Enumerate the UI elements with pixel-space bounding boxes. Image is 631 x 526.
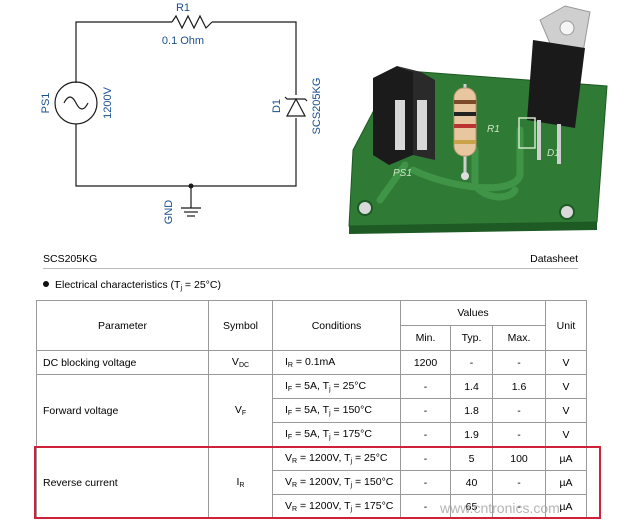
datasheet-doc-type: Datasheet bbox=[530, 253, 578, 265]
resistor-component bbox=[453, 84, 477, 180]
unit-cell: µA bbox=[545, 470, 587, 495]
watermark: www.cntronics.com bbox=[440, 500, 560, 516]
max-cell: - bbox=[492, 422, 546, 447]
typ-cell: 5 bbox=[450, 446, 493, 471]
min-cell: - bbox=[400, 470, 451, 495]
symbol-cell: VDC bbox=[208, 350, 273, 375]
pcb-render: PS1 R1 D1 bbox=[348, 5, 608, 234]
ground-junction bbox=[188, 183, 194, 189]
max-cell: - bbox=[492, 350, 546, 375]
header-typ: Typ. bbox=[450, 325, 493, 351]
section-heading: Electrical characteristics (Tj = 25°C) bbox=[43, 279, 221, 292]
table-row: VR = 1200V, Tj = 175°C - 65 - µA bbox=[37, 494, 587, 519]
typ-cell: 1.8 bbox=[450, 398, 493, 423]
condition-cell: IF = 5A, Tj = 175°C bbox=[272, 422, 401, 447]
circuit-schematic: R1 0.1 Ohm PS1 1200V D1 SCS205KG GND bbox=[40, 2, 323, 225]
min-cell: 1200 bbox=[400, 350, 451, 375]
typ-cell: 40 bbox=[450, 470, 493, 495]
symbol-cell: VF bbox=[208, 374, 273, 447]
condition-cell: VR = 1200V, Tj = 25°C bbox=[272, 446, 401, 471]
typ-cell: 1.4 bbox=[450, 374, 493, 399]
unit-cell: V bbox=[545, 350, 587, 375]
unit-cell: µA bbox=[545, 446, 587, 471]
param-cell: Reverse current bbox=[36, 446, 209, 519]
ground-label: GND bbox=[163, 200, 175, 225]
diode-symbol bbox=[284, 96, 308, 117]
table-row: Reverse current IR VR = 1200V, Tj = 25°C… bbox=[36, 446, 587, 519]
header-min: Min. bbox=[400, 325, 451, 351]
table-subheader-row: Min. Typ. Max. bbox=[37, 325, 587, 351]
param-cell: DC blocking voltage bbox=[36, 350, 209, 375]
table-header-row: Parameter Symbol Conditions Values Unit bbox=[36, 300, 587, 351]
resistor-value: 0.1 Ohm bbox=[162, 35, 204, 47]
electrical-characteristics-table: Parameter Symbol Conditions Values Unit … bbox=[36, 300, 587, 519]
condition-cell: IF = 5A, Tj = 25°C bbox=[272, 374, 401, 399]
min-cell: - bbox=[400, 374, 451, 399]
datasheet-part-number: SCS205KG bbox=[43, 253, 98, 265]
header-conditions: Conditions bbox=[272, 300, 401, 351]
table-row: IF = 5A, Tj = 150°C - 1.8 - V bbox=[37, 398, 587, 423]
mount-hole bbox=[357, 200, 373, 216]
condition-cell: VR = 1200V, Tj = 175°C bbox=[272, 494, 401, 519]
ac-source-symbol bbox=[54, 81, 98, 125]
header-unit: Unit bbox=[545, 300, 587, 351]
max-cell: 100 bbox=[492, 446, 546, 471]
max-cell: 1.6 bbox=[492, 374, 546, 399]
diode-ref: D1 bbox=[271, 99, 283, 113]
pcb-label-d1: D1 bbox=[547, 148, 560, 159]
max-cell: - bbox=[492, 398, 546, 423]
condition-cell: IF = 5A, Tj = 150°C bbox=[272, 398, 401, 423]
unit-cell: V bbox=[545, 422, 587, 447]
unit-cell: V bbox=[545, 374, 587, 399]
header-parameter: Parameter bbox=[36, 300, 209, 351]
ps1-connector bbox=[373, 66, 435, 165]
condition-cell: VR = 1200V, Tj = 150°C bbox=[272, 470, 401, 495]
header-max: Max. bbox=[492, 325, 546, 351]
resistor-symbol bbox=[171, 14, 213, 30]
bullet-icon bbox=[43, 281, 49, 287]
resistor-ref: R1 bbox=[176, 2, 190, 14]
table-row: Forward voltage VF IF = 5A, Tj = 25°C - … bbox=[36, 374, 587, 447]
table-row: DC blocking voltage VDC IR = 0.1mA 1200 … bbox=[36, 350, 587, 375]
header-symbol: Symbol bbox=[208, 300, 273, 351]
source-value: 1200V bbox=[102, 86, 114, 118]
diode-part: SCS205KG bbox=[311, 78, 323, 135]
pcb-label-r1: R1 bbox=[487, 124, 500, 135]
max-cell: - bbox=[492, 470, 546, 495]
param-cell: Forward voltage bbox=[36, 374, 209, 447]
d1-to220-package bbox=[518, 5, 591, 164]
typ-cell: 1.9 bbox=[450, 422, 493, 447]
unit-cell: V bbox=[545, 398, 587, 423]
min-cell: - bbox=[400, 422, 451, 447]
pcb-label-ps1: PS1 bbox=[393, 168, 412, 179]
min-cell: - bbox=[400, 446, 451, 471]
datasheet-header: SCS205KG Datasheet bbox=[43, 250, 578, 269]
typ-cell: - bbox=[450, 350, 493, 375]
symbol-cell: IR bbox=[208, 446, 273, 519]
min-cell: - bbox=[400, 398, 451, 423]
condition-cell: IR = 0.1mA bbox=[272, 350, 401, 375]
mount-hole bbox=[559, 204, 575, 220]
source-ref: PS1 bbox=[40, 93, 52, 114]
header-values: Values bbox=[400, 300, 546, 326]
